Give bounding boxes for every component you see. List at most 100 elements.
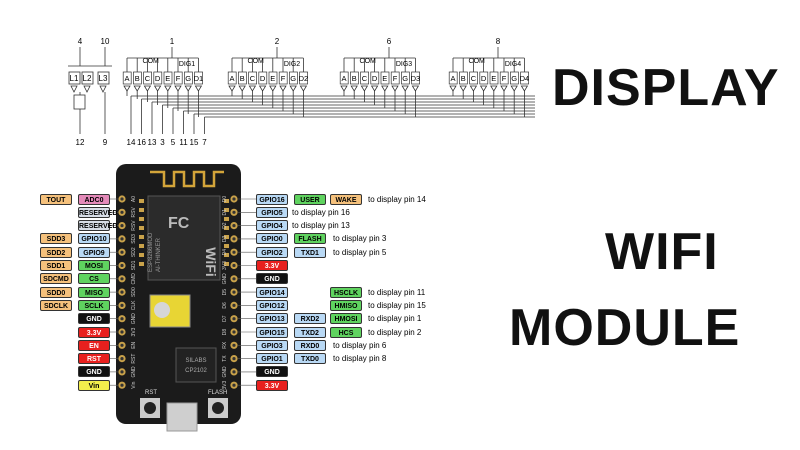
display-pin-label: 15: [190, 138, 199, 147]
segment-box: [380, 71, 390, 85]
digit-label: DIG1: [179, 61, 195, 68]
pin-label: EN: [78, 339, 110, 351]
segment-box: [122, 71, 132, 85]
module-heading: MODULE: [509, 299, 741, 357]
pin-label: GND: [78, 366, 110, 378]
segment-box: [479, 71, 489, 85]
pin-hole-center: [120, 383, 124, 387]
board-outline: [116, 164, 241, 424]
pin-label: GND: [256, 273, 288, 285]
pin-label: GPIO15: [256, 326, 288, 338]
pin-hole: [230, 222, 238, 230]
pin-hole-center: [120, 290, 124, 294]
usb-connector: [166, 402, 198, 432]
antenna-trace: [150, 170, 224, 188]
silk-label: 3V3: [131, 327, 137, 336]
segment-label: F: [502, 74, 507, 83]
pin-hole: [230, 195, 238, 203]
pin-hole: [230, 301, 238, 309]
pin-function-label: SDCMD: [40, 273, 72, 285]
segment-label: E: [491, 74, 496, 83]
silk-label: SD3: [131, 234, 137, 244]
pin-hole-center: [232, 330, 236, 334]
segment-box: [390, 71, 400, 85]
pin-number-label: 10: [101, 37, 110, 46]
silk-label: D8: [222, 329, 228, 336]
pin-function-label: USER: [294, 193, 326, 205]
silk-label: D7: [222, 315, 228, 322]
pin-hole: [118, 222, 126, 230]
pin-hole-center: [120, 303, 124, 307]
silk-label: D2: [222, 222, 228, 229]
pin-function-label: TXD2: [294, 326, 326, 338]
silk-label: 3V3: [222, 261, 228, 270]
pin-hole-center: [120, 210, 124, 214]
pin-hole-center: [120, 277, 124, 281]
pin-hole-center: [120, 197, 124, 201]
pin-number-label: 4: [78, 37, 83, 46]
display-connection-note: to display pin 14: [368, 194, 426, 204]
regulator: [149, 294, 191, 328]
segment-box: [448, 71, 458, 85]
segment-label: A: [450, 74, 455, 83]
segment-label: G: [402, 74, 408, 83]
pin-label: GND: [256, 366, 288, 378]
segment-label: G: [511, 74, 517, 83]
segment-box: [184, 71, 193, 85]
pin-hole: [118, 341, 126, 349]
rst-button: [140, 398, 160, 418]
wifi-logo: WiFi: [203, 247, 219, 276]
pin-function-label: TXD0: [294, 353, 326, 365]
silk-label: GND: [222, 366, 228, 378]
chip-pad: [224, 253, 229, 257]
pin-label: GPIO14: [256, 286, 288, 298]
display-heading: DISPLAY: [552, 59, 780, 117]
led-box: [81, 71, 94, 85]
pin-label: RESERVED: [78, 206, 117, 218]
segment-box: [238, 71, 247, 85]
pin-function-label: WAKE: [330, 193, 362, 205]
pin-label: GPIO12: [256, 299, 288, 311]
segment-box: [350, 71, 359, 85]
pin-label: SCLK: [78, 299, 110, 311]
pin-hole-center: [232, 383, 236, 387]
pin-hole: [230, 315, 238, 323]
pin-hole: [230, 248, 238, 256]
pin-function-label: SDD3: [40, 233, 72, 245]
pin-hole: [230, 381, 238, 389]
display-connection-note: to display pin 2: [368, 327, 422, 337]
pin-hole: [118, 315, 126, 323]
pin-hole-center: [232, 370, 236, 374]
pin-label: GPIO10: [78, 233, 110, 245]
usb-chip-model: CP2102: [185, 368, 207, 374]
button-label: RST: [145, 390, 157, 396]
silk-label: D5: [222, 289, 228, 296]
digit-label: DIG2: [284, 61, 300, 68]
chip-pad: [139, 262, 144, 266]
segment-label: D: [155, 74, 161, 83]
pin-function-label: SDD0: [40, 286, 72, 298]
chip-pad: [139, 226, 144, 230]
segment-label: E: [382, 74, 387, 83]
pin-hole: [118, 288, 126, 296]
pin-hole-center: [232, 357, 236, 361]
pin-hole: [118, 195, 126, 203]
segment-box: [520, 71, 529, 85]
segment-box: [163, 71, 173, 85]
segment-label: D3: [411, 74, 421, 83]
com-label: COM: [360, 58, 377, 65]
segment-box: [370, 71, 380, 85]
segment-box: [510, 71, 519, 85]
digit-label: DIG4: [505, 61, 521, 68]
segment-label: D4: [520, 74, 530, 83]
pin-function-label: FLASH: [294, 233, 326, 245]
segment-label: D: [481, 74, 487, 83]
segment-box: [143, 71, 152, 85]
chip-pad: [139, 244, 144, 248]
pin-label: Vin: [78, 379, 110, 391]
silk-label: TX: [222, 355, 228, 362]
pin-hole: [230, 341, 238, 349]
display-pin-label: 3: [160, 138, 165, 147]
pin-hole-center: [232, 303, 236, 307]
segment-box: [339, 71, 349, 85]
